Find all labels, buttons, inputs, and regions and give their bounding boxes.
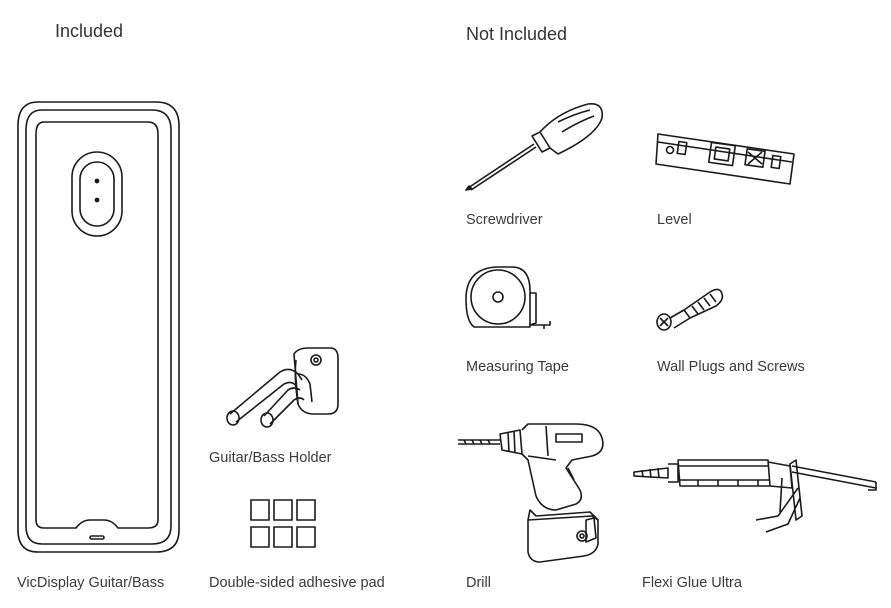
screwdriver-icon bbox=[462, 98, 608, 192]
adhesive-pads-icon bbox=[249, 498, 319, 550]
glue-gun-icon bbox=[632, 454, 878, 536]
drill-icon bbox=[456, 420, 612, 566]
wall-plugs-label: Wall Plugs and Screws bbox=[657, 359, 805, 375]
wall-plug-screw-icon bbox=[654, 284, 726, 334]
display-case-label: VicDisplay Guitar/Bass bbox=[17, 575, 165, 591]
spirit-level-icon bbox=[654, 128, 800, 188]
flexi-glue-label: Flexi Glue Ultra bbox=[642, 575, 742, 591]
guitar-holder-label: Guitar/Bass Holder bbox=[209, 450, 332, 466]
adhesive-pads-label: Double-sided adhesive pad bbox=[209, 575, 385, 591]
guitar-holder-icon bbox=[224, 344, 348, 434]
included-heading: Included bbox=[55, 21, 124, 41]
measuring-tape-icon bbox=[464, 263, 556, 335]
drill-label: Drill bbox=[466, 575, 491, 591]
screwdriver-label: Screwdriver bbox=[466, 212, 543, 228]
measuring-tape-label: Measuring Tape bbox=[466, 359, 569, 375]
level-label: Level bbox=[657, 212, 692, 228]
not-included-heading: Not Included bbox=[466, 24, 568, 44]
display-case-icon bbox=[16, 100, 182, 556]
